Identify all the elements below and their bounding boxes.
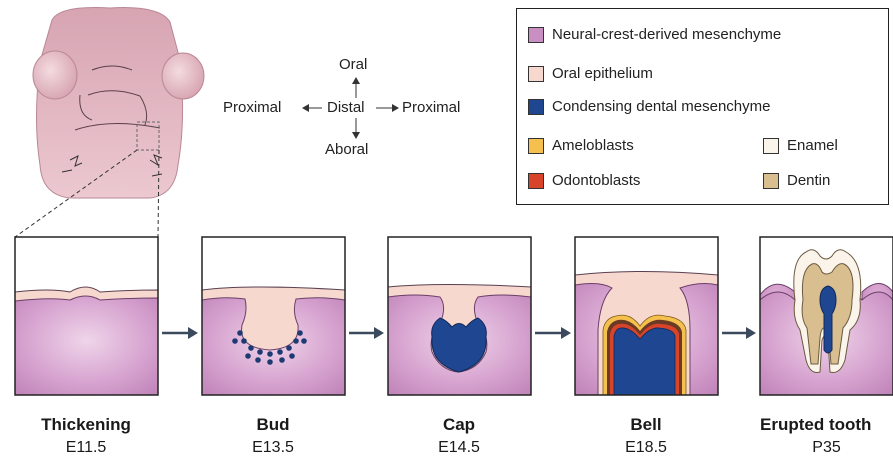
legend-swatch	[528, 138, 544, 154]
stage-thickening-panel	[15, 237, 158, 395]
orientation-proximal-left-label: Proximal	[223, 99, 281, 116]
legend-swatch	[528, 173, 544, 189]
orientation-oral-label: Oral	[339, 56, 367, 73]
stage-age-cap: E14.5	[384, 439, 534, 457]
legend-swatch	[763, 138, 779, 154]
legend-label: Condensing dental mesenchyme	[552, 98, 770, 115]
legend-label: Dentin	[787, 172, 830, 189]
legend-label: Oral epithelium	[552, 65, 653, 82]
left-eye-bulge	[33, 51, 77, 99]
stage-name-thickening: Thickening	[11, 415, 161, 435]
right-eye-bulge	[162, 53, 204, 99]
stage-erupted-panel	[760, 237, 893, 395]
legend-label: Neural-crest-derived mesenchyme	[552, 26, 781, 43]
stage-age-bell: E18.5	[571, 439, 721, 457]
legend-label: Odontoblasts	[552, 172, 640, 189]
legend-item-odontoblasts: Odontoblasts	[528, 172, 640, 189]
legend-swatch	[528, 99, 544, 115]
stage-bud-panel	[202, 237, 345, 395]
orientation-proximal-right-label: Proximal	[402, 99, 460, 116]
embryo-head	[33, 8, 204, 199]
stage-name-bell: Bell	[571, 415, 721, 435]
legend-label: Enamel	[787, 137, 838, 154]
stage-name-bud: Bud	[198, 415, 348, 435]
stage-name-erupted: Erupted tooth	[760, 415, 893, 435]
orientation-distal-label: Distal	[327, 99, 365, 116]
legend-swatch	[763, 173, 779, 189]
orientation-aboral-label: Aboral	[325, 141, 368, 158]
legend-item-neural-crest: Neural-crest-derived mesenchyme	[528, 26, 781, 43]
legend-item-condensing-mesenchyme: Condensing dental mesenchyme	[528, 98, 770, 115]
legend: Neural-crest-derived mesenchyme Oral epi…	[516, 8, 889, 205]
stage-name-cap: Cap	[384, 415, 534, 435]
legend-swatch	[528, 66, 544, 82]
legend-item-enamel: Enamel	[763, 137, 838, 154]
legend-item-oral-epithelium: Oral epithelium	[528, 65, 653, 82]
stage-age-bud: E13.5	[198, 439, 348, 457]
stage-age-thickening: E11.5	[11, 439, 161, 457]
bell-dental-papilla	[614, 328, 675, 395]
legend-label: Ameloblasts	[552, 137, 634, 154]
legend-swatch	[528, 27, 544, 43]
stage-age-erupted: P35	[760, 439, 893, 457]
stage-bell-panel	[575, 237, 718, 395]
legend-item-ameloblasts: Ameloblasts	[528, 137, 634, 154]
legend-item-dentin: Dentin	[763, 172, 830, 189]
stage-cap-panel	[388, 237, 531, 395]
